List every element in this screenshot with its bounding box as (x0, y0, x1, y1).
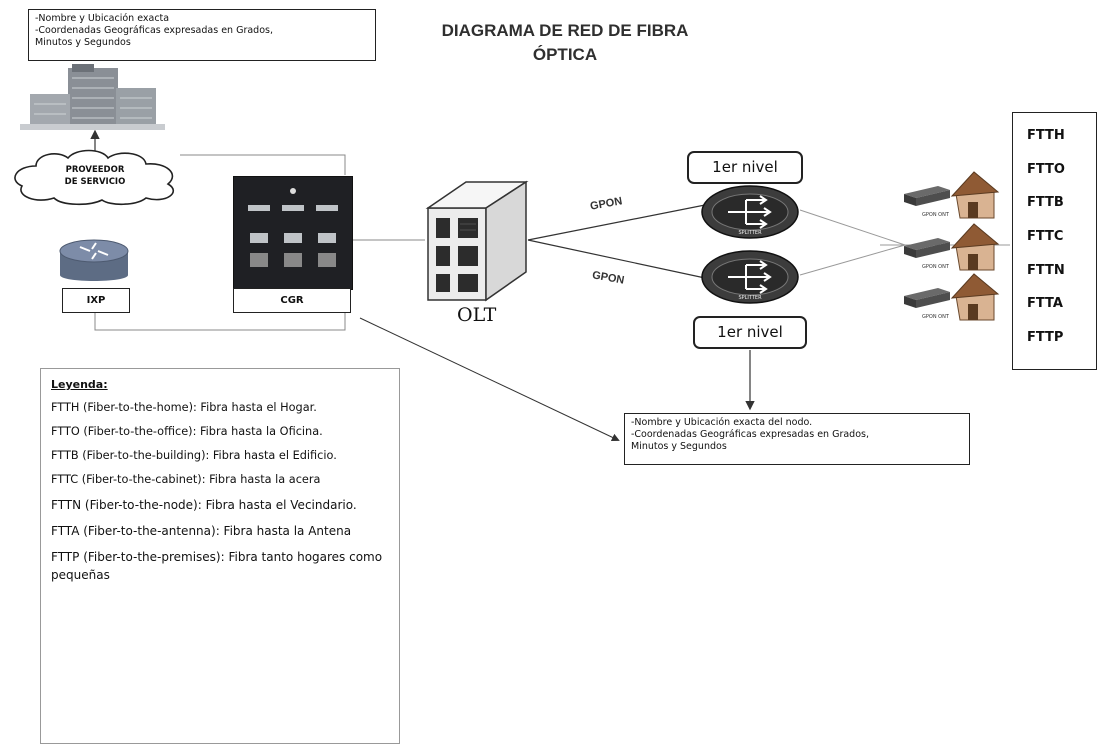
nivel-label-top: 1er nivel (687, 151, 803, 184)
olt-device-icon (425, 180, 529, 302)
line-cloud-cgr (180, 154, 346, 175)
node-location-note: -Nombre y Ubicación exacta del nodo. -Co… (624, 413, 970, 465)
legend-entry-ftto: FTTO (Fiber-to-the-office): Fibra hasta … (51, 425, 323, 438)
provider-cloud-line1: PROVEEDOR (65, 165, 125, 175)
ont-house-icon-2: GPON ONT (904, 223, 1000, 271)
legend-entry-fttp: FTTP (Fiber-to-the-premises): Fibra tant… (51, 550, 383, 582)
cloud-icon (14, 149, 175, 206)
title-line2: ÓPTICA (532, 45, 598, 64)
line-olt-splitter-bottom (527, 239, 706, 279)
provider-cloud-line2: DE SERVICIO (64, 177, 126, 187)
router-icon (59, 239, 129, 281)
olt-label: OLT (457, 304, 497, 326)
location-note-top-line3: Minutos y Segundos (35, 37, 131, 48)
ont-label-2: GPON ONT (922, 264, 950, 270)
ont-house-icon-3: GPON ONT (904, 273, 1000, 321)
ftt-item-fttn: FTTN (1027, 262, 1065, 278)
line-olt-splitter-top (527, 204, 706, 241)
legend-entry-fttn: FTTN (Fiber-to-the-node): Fibra hasta el… (51, 498, 357, 512)
provider-cloud-label: PROVEEDOR DE SERVICIO (30, 164, 160, 188)
ftt-item-ftto: FTTO (1027, 161, 1065, 177)
rack-panels-icon (248, 188, 338, 267)
line-splitter-ont-2 (799, 244, 906, 276)
cgr-label: CGR (233, 288, 351, 313)
legend-entry-fttc: FTTC (Fiber-to-the-cabinet): Fibra hasta… (51, 473, 321, 486)
node-note-line3: Minutos y Segundos (631, 441, 727, 452)
ixp-label: IXP (62, 288, 130, 313)
splitter-bottom-text: SPLITTER (738, 295, 762, 301)
legend-title: Leyenda: (51, 378, 108, 391)
line-splitter-ont-1 (799, 209, 906, 246)
line-ixp-cgr (94, 313, 346, 331)
location-note-top-line1: -Nombre y Ubicación exacta (35, 13, 170, 24)
ftt-type-panel: FTTH FTTO FTTB FTTC FTTN FTTA FTTP (1012, 112, 1097, 370)
ont-label-1: GPON ONT (922, 212, 950, 218)
nivel-label-bottom: 1er nivel (693, 316, 807, 349)
legend-entry-ftth: FTTH (Fiber-to-the-home): Fibra hasta el… (51, 401, 317, 414)
splitter-icon-top: SPLITTER (701, 185, 799, 239)
node-note-line2: -Coordenadas Geográficas expresadas en G… (631, 429, 869, 440)
arrow-cgr-node-note (359, 317, 620, 442)
ftt-item-fttc: FTTC (1027, 229, 1064, 245)
node-note-line1: -Nombre y Ubicación exacta del nodo. (631, 417, 813, 428)
diagram-title: DIAGRAMA DE RED DE FIBRA ÓPTICA (395, 19, 735, 67)
splitter-icon-bottom: SPLITTER (701, 250, 799, 304)
ont-house-icon-1: GPON ONT (904, 171, 1000, 219)
cgr-rack (233, 176, 353, 290)
ont-label-3: GPON ONT (922, 314, 950, 320)
ftt-item-ftta: FTTA (1027, 296, 1063, 312)
location-note-top-line2: -Coordenadas Geográficas expresadas en G… (35, 25, 273, 36)
legend-box: Leyenda: FTTH (Fiber-to-the-home): Fibra… (40, 368, 400, 744)
ftt-item-fttb: FTTB (1027, 195, 1064, 211)
ftt-item-fttp: FTTP (1027, 330, 1064, 346)
legend-entry-ftta: FTTA (Fiber-to-the-antenna): Fibra hasta… (51, 524, 352, 538)
splitter-top-text: SPLITTER (738, 230, 762, 236)
ftt-item-ftth: FTTH (1027, 128, 1065, 143)
location-note-top: -Nombre y Ubicación exacta -Coordenadas … (28, 9, 376, 61)
title-line1: DIAGRAMA DE RED DE FIBRA (441, 21, 689, 40)
building-icon (20, 64, 165, 130)
legend-entry-fttb: FTTB (Fiber-to-the-building): Fibra hast… (51, 449, 337, 462)
